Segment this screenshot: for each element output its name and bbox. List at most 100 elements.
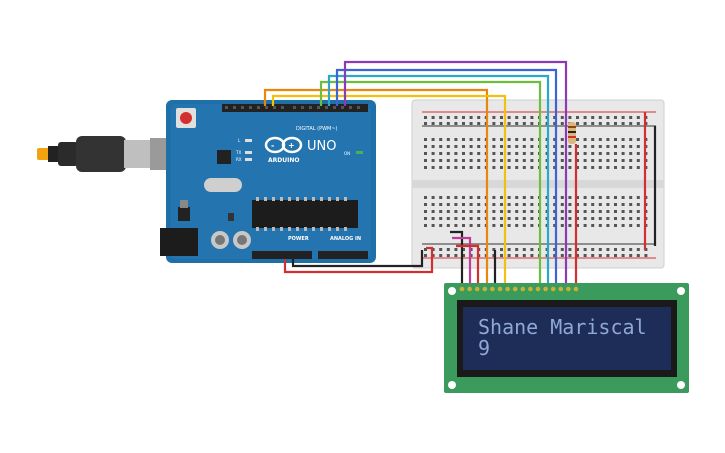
breadboard-hole[interactable] [446, 254, 450, 257]
breadboard-hole[interactable] [629, 152, 633, 155]
breadboard-hole[interactable] [591, 248, 595, 251]
breadboard-hole[interactable] [621, 166, 625, 169]
breadboard-hole[interactable] [530, 122, 534, 125]
breadboard-hole[interactable] [522, 196, 526, 199]
breadboard-hole[interactable] [477, 145, 481, 148]
breadboard-hole[interactable] [598, 224, 602, 227]
breadboard-hole[interactable] [424, 152, 427, 155]
breadboard-hole[interactable] [629, 217, 633, 220]
breadboard-hole[interactable] [462, 254, 465, 257]
breadboard-hole[interactable] [431, 122, 435, 125]
lcd-pin[interactable] [566, 286, 571, 292]
wires[interactable] [263, 60, 657, 288]
breadboard-hole[interactable] [629, 138, 633, 141]
breadboard-hole[interactable] [636, 152, 640, 155]
breadboard-hole[interactable] [553, 166, 557, 169]
breadboard-hole[interactable] [636, 224, 640, 227]
breadboard-hole[interactable] [431, 166, 435, 169]
breadboard-hole[interactable] [431, 203, 435, 206]
breadboard-hole[interactable] [439, 116, 443, 119]
breadboard-hole[interactable] [598, 138, 602, 141]
breadboard-hole[interactable] [530, 217, 534, 220]
breadboard-hole[interactable] [431, 116, 435, 119]
breadboard-hole[interactable] [568, 224, 572, 227]
breadboard-hole[interactable] [454, 224, 458, 227]
breadboard-hole[interactable] [462, 145, 465, 148]
lcd-pin[interactable] [497, 286, 503, 292]
breadboard-hole[interactable] [621, 116, 625, 119]
breadboard-hole[interactable] [439, 196, 443, 199]
breadboard-hole[interactable] [446, 196, 450, 199]
breadboard-hole[interactable] [522, 138, 526, 141]
breadboard-hole[interactable] [515, 159, 519, 162]
breadboard-hole[interactable] [500, 116, 503, 119]
breadboard-hole[interactable] [522, 203, 526, 206]
lcd-pin[interactable] [512, 286, 518, 292]
lcd-pin[interactable] [490, 286, 495, 292]
breadboard-hole[interactable] [629, 224, 633, 227]
breadboard-hole[interactable] [553, 217, 557, 220]
breadboard-hole[interactable] [591, 203, 595, 206]
lcd-pin[interactable] [459, 286, 465, 292]
breadboard-hole[interactable] [446, 217, 450, 220]
breadboard-hole[interactable] [424, 138, 427, 141]
breadboard-hole[interactable] [636, 122, 640, 125]
breadboard-hole[interactable] [462, 248, 465, 251]
breadboard-hole[interactable] [515, 116, 519, 119]
breadboard-hole[interactable] [583, 224, 587, 227]
lcd-pin[interactable] [550, 286, 556, 292]
breadboard-hole[interactable] [439, 166, 443, 169]
breadboard-hole[interactable] [553, 138, 557, 141]
breadboard-hole[interactable] [598, 210, 602, 213]
breadboard-hole[interactable] [446, 116, 450, 119]
breadboard-hole[interactable] [454, 166, 458, 169]
breadboard-hole[interactable] [614, 152, 617, 155]
breadboard-hole[interactable] [454, 152, 458, 155]
breadboard-hole[interactable] [500, 122, 503, 125]
breadboard[interactable] [411, 99, 665, 269]
breadboard-hole[interactable] [576, 159, 579, 162]
breadboard-hole[interactable] [515, 166, 519, 169]
breadboard-hole[interactable] [431, 152, 435, 155]
breadboard-hole[interactable] [606, 116, 610, 119]
breadboard-hole[interactable] [522, 217, 526, 220]
breadboard-hole[interactable] [629, 159, 633, 162]
usb-cable[interactable] [37, 136, 172, 172]
breadboard-hole[interactable] [576, 210, 579, 213]
breadboard-hole[interactable] [553, 145, 557, 148]
breadboard-hole[interactable] [598, 254, 602, 257]
breadboard-hole[interactable] [598, 248, 602, 251]
breadboard-hole[interactable] [462, 203, 465, 206]
breadboard-hole[interactable] [522, 248, 526, 251]
breadboard-hole[interactable] [583, 122, 587, 125]
breadboard-hole[interactable] [614, 210, 617, 213]
breadboard-hole[interactable] [462, 217, 465, 220]
breadboard-hole[interactable] [424, 210, 427, 213]
breadboard-hole[interactable] [583, 145, 587, 148]
lcd-pins[interactable] [459, 286, 579, 292]
breadboard-hole[interactable] [507, 159, 511, 162]
breadboard-hole[interactable] [606, 254, 610, 257]
breadboard-hole[interactable] [469, 159, 473, 162]
breadboard-hole[interactable] [636, 217, 640, 220]
breadboard-hole[interactable] [431, 196, 435, 199]
breadboard-hole[interactable] [591, 196, 595, 199]
breadboard-hole[interactable] [636, 138, 640, 141]
breadboard-hole[interactable] [469, 145, 473, 148]
breadboard-hole[interactable] [424, 159, 427, 162]
breadboard-hole[interactable] [431, 210, 435, 213]
breadboard-hole[interactable] [446, 138, 450, 141]
breadboard-hole[interactable] [477, 122, 481, 125]
breadboard-hole[interactable] [591, 159, 595, 162]
breadboard-hole[interactable] [439, 224, 443, 227]
breadboard-hole[interactable] [507, 248, 511, 251]
breadboard-hole[interactable] [614, 254, 617, 257]
breadboard-hole[interactable] [629, 122, 633, 125]
breadboard-hole[interactable] [469, 116, 473, 119]
breadboard-hole[interactable] [507, 224, 511, 227]
breadboard-hole[interactable] [439, 248, 443, 251]
breadboard-hole[interactable] [492, 138, 496, 141]
breadboard-hole[interactable] [424, 248, 427, 251]
breadboard-hole[interactable] [515, 203, 519, 206]
breadboard-hole[interactable] [598, 217, 602, 220]
